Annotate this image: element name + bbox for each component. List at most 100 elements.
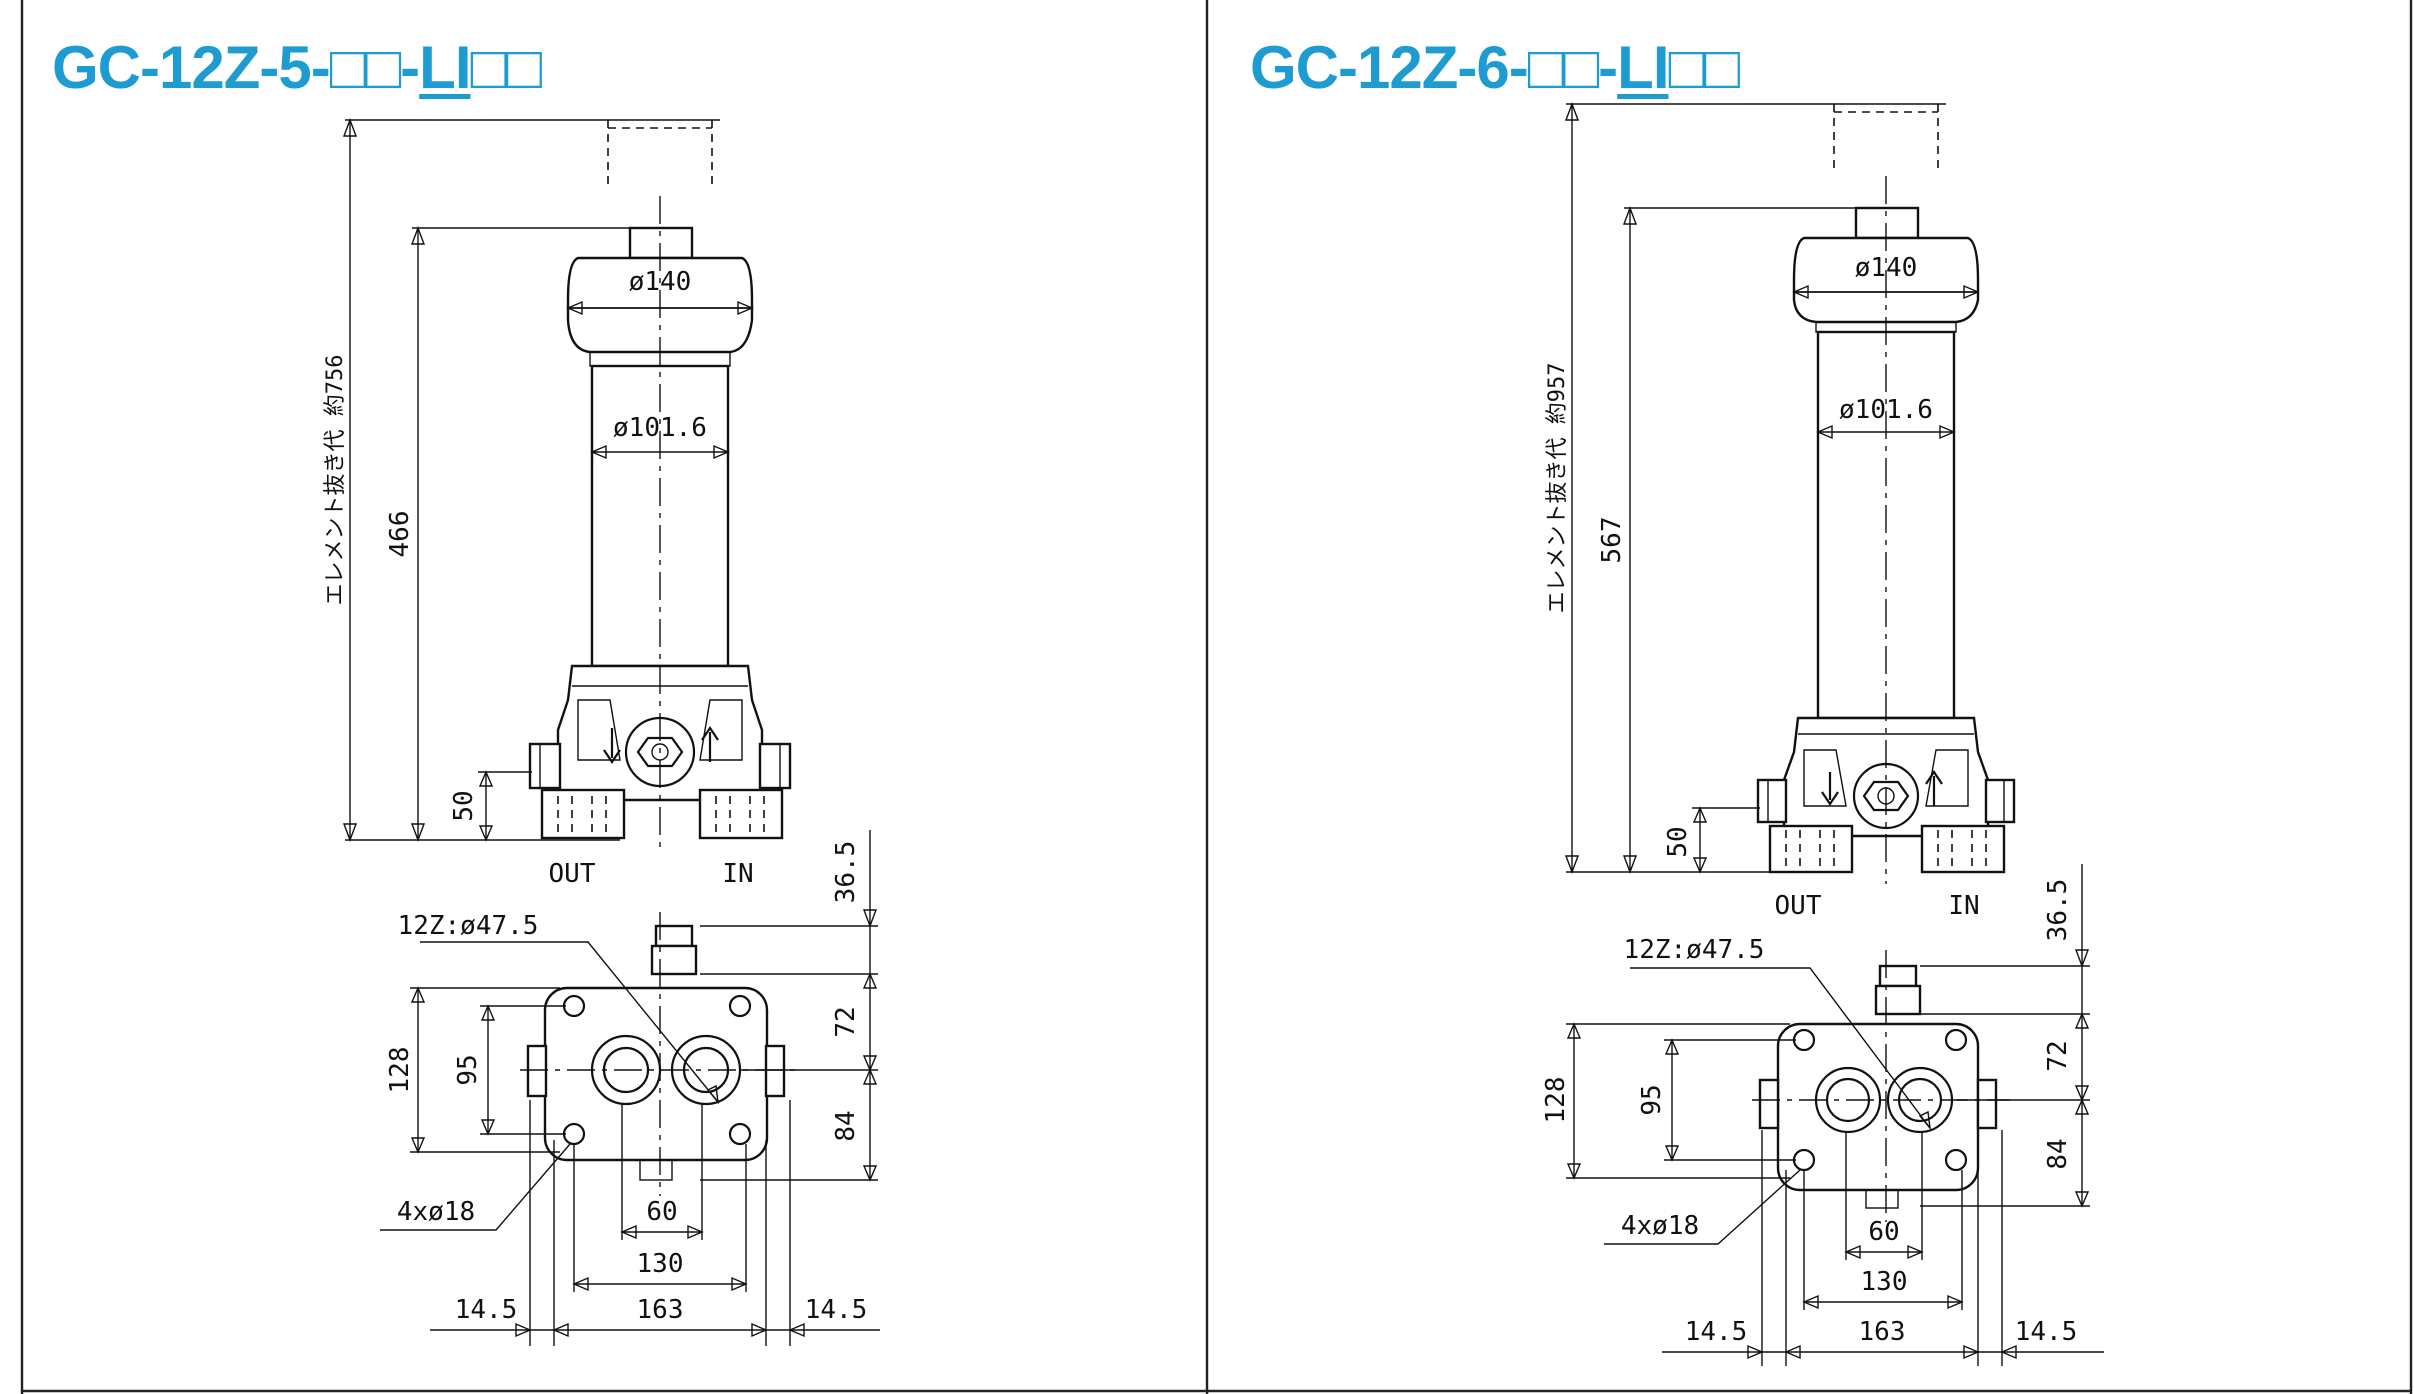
port-out [528, 742, 562, 790]
plate-lug-left [526, 1044, 548, 1098]
base-foot-right [698, 788, 784, 840]
dim-130-lines [1803, 1170, 1963, 1310]
title-code: LI [419, 34, 471, 101]
dim-right-stack-arrows [862, 909, 878, 1182]
base-hidden-holes [557, 796, 765, 838]
panel-title-left: GC-12Z-5-□□-LI□□ [52, 28, 542, 108]
plate-lug-right [764, 1044, 786, 1098]
dim-50-lines [478, 771, 532, 840]
dim-60-arrows [1844, 1244, 1924, 1260]
plate-lug-right [1976, 1078, 1998, 1130]
inlet-height-label: 50 [449, 790, 479, 821]
dim-128-arrows [1566, 1022, 1582, 1180]
dim-right-stack-lines [700, 830, 878, 1181]
element-removal-ghost [607, 120, 713, 185]
dim-95-label: 95 [453, 1054, 483, 1085]
bolt-hole-leader [1604, 1169, 1801, 1245]
label-out: OUT [549, 859, 596, 889]
dim-84-label: 84 [831, 1110, 861, 1141]
dim-removal-arrows [342, 118, 358, 842]
port-dia-leader [1630, 967, 1931, 1129]
filter-front-view: ø140 ø101.6 エレメント抜き代 約756 466 50 OUT IN [323, 118, 792, 889]
bowl-dia-label: ø101.6 [613, 413, 707, 443]
dim-50-arrows [1692, 806, 1708, 874]
dim-72-label: 72 [2043, 1040, 2073, 1071]
dim-60-arrows [620, 1224, 704, 1240]
filter-bottom-view: 12Z:ø47.5 4xø18 128 95 36.5 72 84 60 [1541, 864, 2104, 1366]
dim-567-lines [1624, 207, 1858, 872]
dim-cap-dia-arrows [1792, 284, 1980, 300]
bowl-dia-label: ø101.6 [1839, 395, 1933, 425]
dim-14-5-right-label: 14.5 [805, 1295, 868, 1325]
plate-lug-left [1758, 1078, 1780, 1130]
top-port-body [1874, 984, 1922, 1016]
dim-128-lines [410, 987, 560, 1153]
label-out: OUT [1775, 891, 1822, 921]
port-in [1984, 778, 2016, 824]
label-in: IN [1948, 891, 1979, 921]
bolt-hole-label: 4xø18 [397, 1197, 475, 1227]
base-foot-right [1920, 824, 2006, 874]
head-recess [1803, 749, 1969, 807]
dim-130-lines [573, 1144, 747, 1292]
flow-arrow-in-icon [701, 726, 719, 762]
dim-60-lines [1845, 1132, 1923, 1260]
dim-130-label: 130 [1861, 1267, 1908, 1297]
dim-163-label: 163 [1859, 1317, 1906, 1347]
dim-95-lines [1664, 1039, 1796, 1161]
dim-95-arrows [1664, 1038, 1680, 1162]
total-height-label: 567 [1597, 517, 1627, 564]
title-prefix: GC-12Z-5-□□- [52, 34, 420, 101]
head-recess [577, 699, 743, 761]
dim-466-arrows [410, 226, 426, 842]
bolt-hole-leader [380, 1143, 571, 1231]
label-in: IN [722, 859, 753, 889]
title-suffix: □□ [1668, 34, 1740, 101]
dim-128-arrows [410, 986, 426, 1154]
plate-drain [1865, 1189, 1899, 1209]
panel-title-right: GC-12Z-6-□□-LI□□ [1250, 28, 1740, 108]
dim-130-label: 130 [637, 1249, 684, 1279]
left-panel-drawing: ø140 ø101.6 エレメント抜き代 約756 466 50 OUT IN [323, 118, 880, 1346]
top-plug [1854, 206, 1920, 240]
dim-163-lines [430, 1100, 880, 1346]
bolt-hole-label: 4xø18 [1621, 1211, 1699, 1241]
flow-arrow-in-icon [1925, 770, 1943, 806]
element-removal-ghost [1833, 104, 1939, 168]
dim-163-arrows [515, 1322, 805, 1338]
dim-cap-dia-arrows [566, 300, 754, 316]
gauge-hex [636, 736, 684, 768]
dim-right-stack-lines [1920, 864, 2090, 1207]
bolt-hole-2 [1944, 1028, 1968, 1052]
port-dia-leader-arrow [1918, 1110, 1931, 1131]
flow-arrow-out-icon [603, 728, 621, 764]
flow-arrow-out-icon [1821, 772, 1839, 806]
bolt-hole-4 [728, 1122, 752, 1146]
dim-163-arrows [1747, 1344, 2017, 1360]
cap-dia-label: ø140 [1855, 253, 1918, 283]
dim-removal-lines [1566, 103, 1946, 873]
title-prefix: GC-12Z-6-□□- [1250, 34, 1618, 101]
base-foot-left [1768, 824, 1854, 874]
dim-bowl-dia-arrows [1816, 424, 1956, 440]
dim-95-lines [480, 1005, 566, 1135]
port-dia-label: 12Z:ø47.5 [1624, 935, 1765, 965]
dim-bowl-dia-arrows [590, 444, 730, 460]
dim-removal-arrows [1564, 102, 1580, 874]
right-panel-drawing: ø140 ø101.6 エレメント抜き代 約957 567 50 OUT IN [1541, 102, 2104, 1366]
dim-128-label: 128 [1541, 1077, 1571, 1124]
dim-130-arrows [1802, 1294, 1964, 1310]
dim-466-lines [412, 227, 632, 840]
dim-14-5-right-label: 14.5 [2015, 1317, 2078, 1347]
base-foot-left [540, 788, 626, 840]
top-plug [628, 226, 694, 260]
dim-14-5-left-label: 14.5 [455, 1295, 518, 1325]
port-in [758, 742, 792, 790]
dim-36-5-label: 36.5 [2043, 879, 2073, 942]
dim-60-label: 60 [1868, 1217, 1899, 1247]
bolt-hole-4 [1944, 1148, 1968, 1172]
port-dia-leader [420, 941, 719, 1103]
dim-60-label: 60 [646, 1197, 677, 1227]
